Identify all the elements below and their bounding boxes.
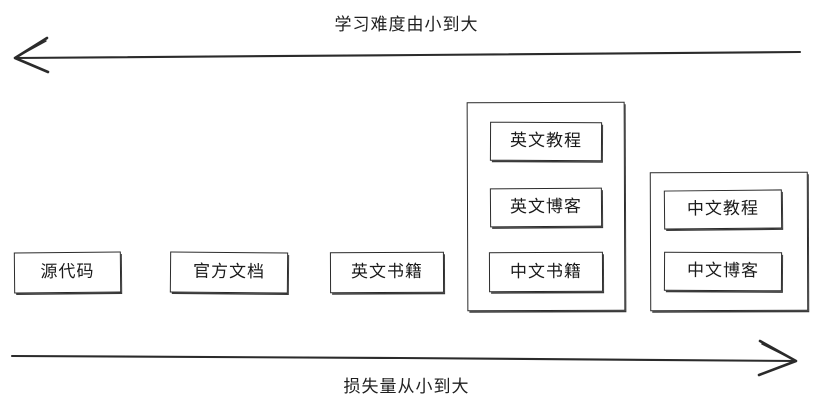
bottom-axis-label: 损失量从小到大: [343, 377, 470, 397]
node-box[interactable]: 官方文档: [169, 251, 289, 294]
top-axis-arrow: [13, 36, 802, 74]
node-label: 中文教程: [686, 198, 760, 220]
top-axis-label: 学习难度由小到大: [334, 15, 479, 35]
node-label: 中文博客: [686, 260, 760, 282]
node-box[interactable]: 英文教程: [489, 121, 603, 162]
node-box[interactable]: 英文书籍: [329, 251, 445, 294]
node-label: 中文书籍: [509, 261, 583, 282]
node-box[interactable]: 中文博客: [663, 251, 783, 292]
node-box[interactable]: 中文书籍: [488, 251, 604, 293]
node-box[interactable]: 英文博客: [489, 187, 603, 228]
node-box[interactable]: 中文教程: [663, 189, 783, 230]
bottom-axis-arrow: [10, 339, 798, 377]
node-label: 英文书籍: [350, 261, 424, 283]
node-label: 英文博客: [509, 196, 583, 218]
node-label: 官方文档: [192, 261, 266, 283]
node-label: 源代码: [40, 261, 95, 283]
node-box[interactable]: 源代码: [13, 251, 122, 294]
node-label: 英文教程: [509, 130, 583, 152]
